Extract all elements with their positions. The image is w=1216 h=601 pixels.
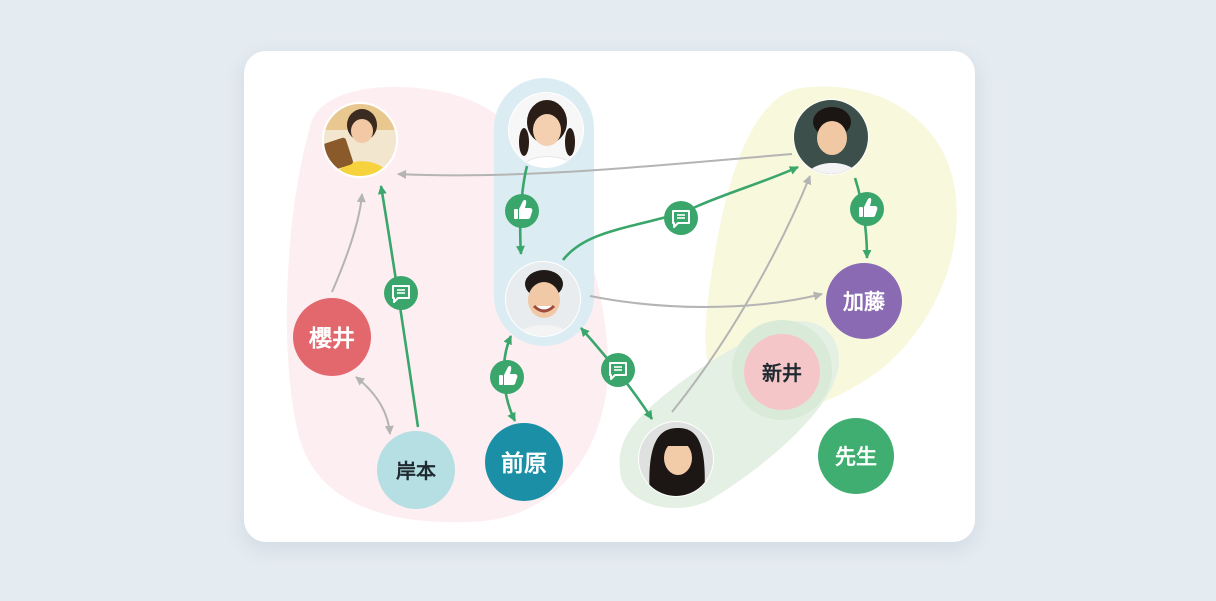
node-sensei[interactable]: 先生	[818, 418, 894, 494]
node-arai[interactable]: 新井	[744, 334, 820, 410]
node-maehara[interactable]: 前原	[485, 423, 563, 501]
node-sakurai-label: 櫻井	[308, 325, 355, 352]
node-kishimoto[interactable]: 岸本	[377, 431, 455, 509]
node-maehara-label: 前原	[501, 450, 547, 477]
comment-badge[interactable]	[601, 353, 635, 387]
comment-badge[interactable]	[384, 276, 418, 310]
node-sakurai[interactable]: 櫻井	[293, 298, 371, 376]
like-badge[interactable]	[505, 194, 539, 228]
node-kato[interactable]: 加藤	[826, 263, 902, 339]
like-badge[interactable]	[850, 192, 884, 226]
comment-badge[interactable]	[664, 201, 698, 235]
node-kishimoto-label: 岸本	[396, 459, 436, 483]
like-badge[interactable]	[490, 360, 524, 394]
node-arai-label: 新井	[762, 361, 802, 385]
node-sensei-label: 先生	[835, 445, 877, 469]
node-kato-label: 加藤	[842, 290, 886, 314]
